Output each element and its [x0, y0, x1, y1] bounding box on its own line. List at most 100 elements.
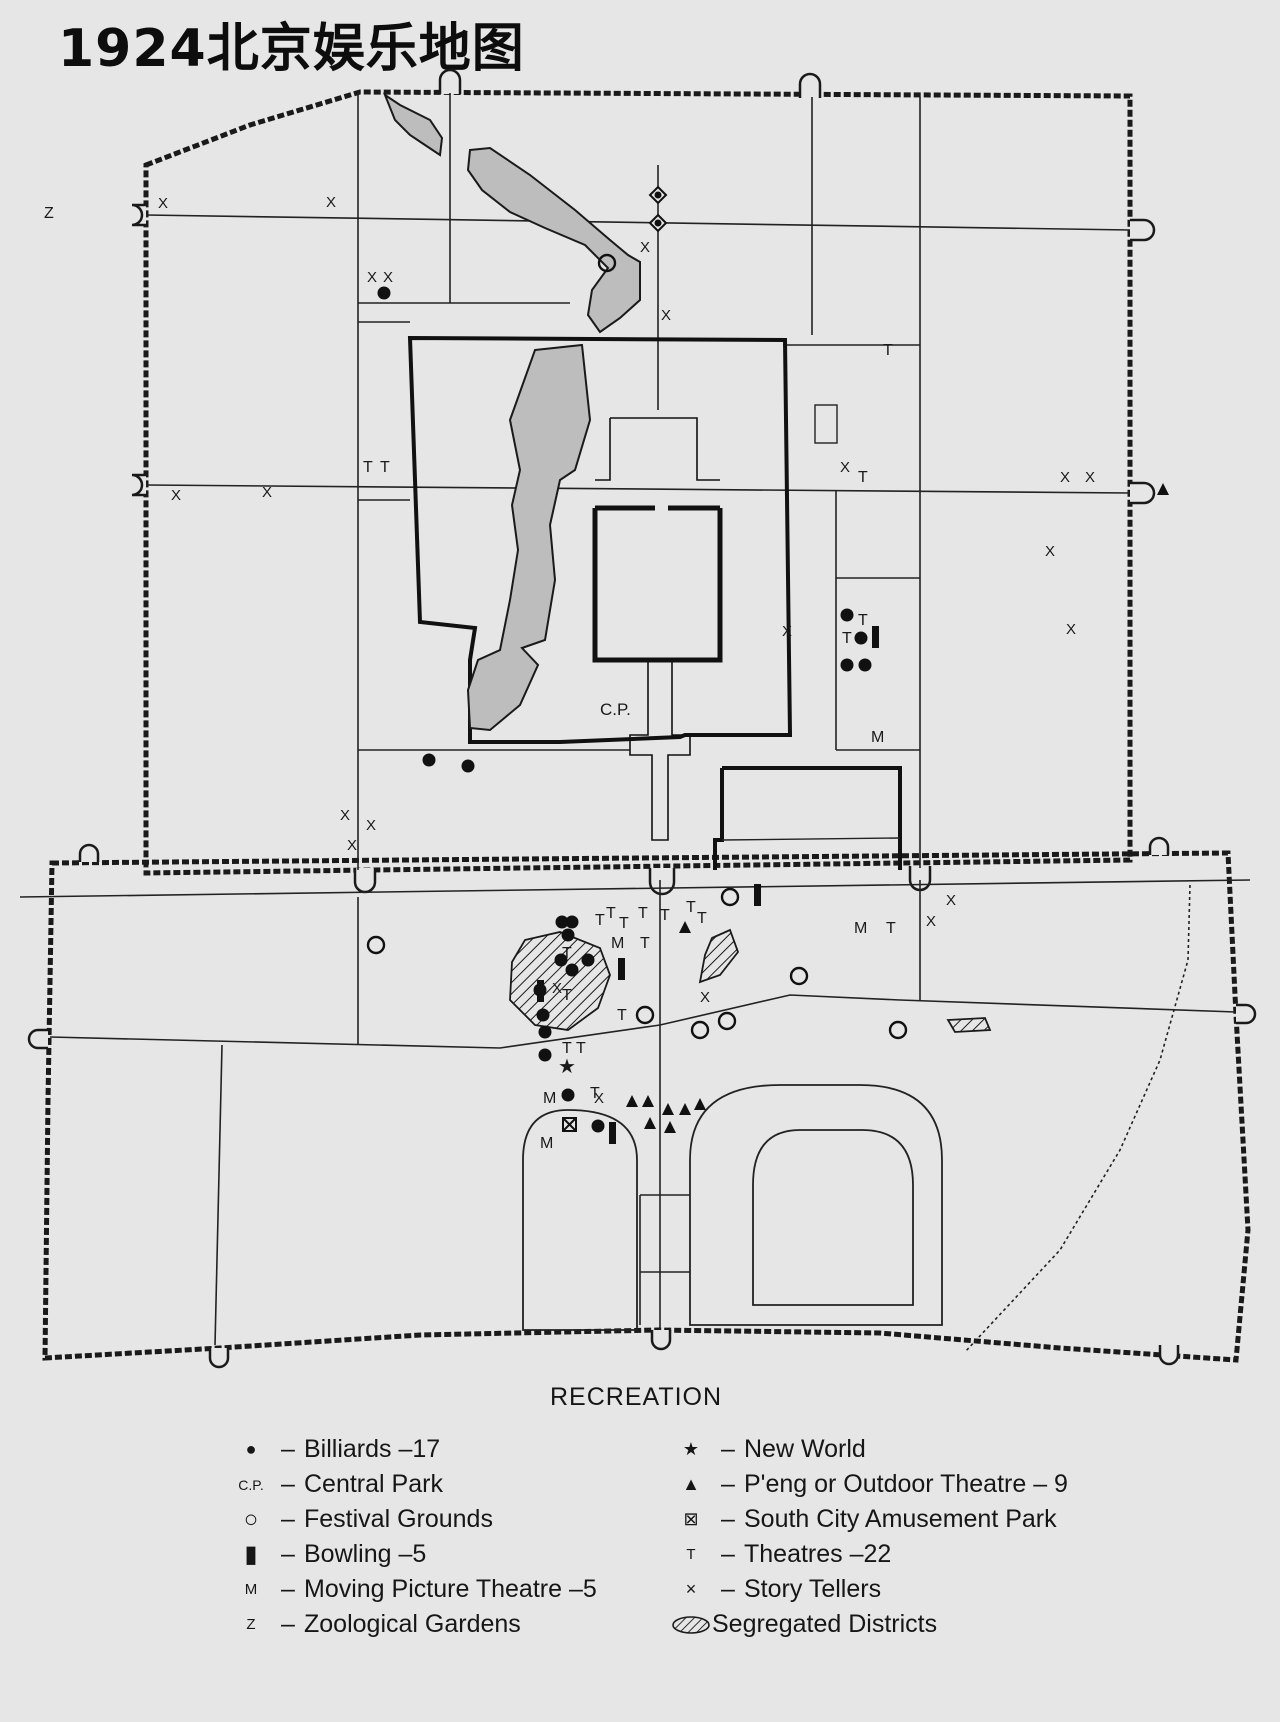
billiards-dot — [858, 658, 872, 672]
legend-item: ▮–Bowling –5 — [230, 1537, 597, 1572]
moving-picture-m-icon: M — [244, 1581, 258, 1598]
legend-item: ★–New World — [670, 1432, 1068, 1467]
outdoor-theatre-triangle — [662, 1103, 674, 1115]
story-teller-x: X — [171, 487, 181, 504]
legend-item: Z–Zoological Gardens — [230, 1607, 597, 1642]
story-teller-x: X — [1085, 469, 1095, 486]
festival-grounds-markers — [366, 253, 908, 1040]
outdoor-theatre-triangle — [679, 1103, 691, 1115]
billiards-dot-icon: ● — [245, 1439, 257, 1459]
theatre-t: T — [576, 1040, 586, 1057]
zoo-z-icon: Z — [246, 1616, 256, 1633]
legend-item: M–Moving Picture Theatre –5 — [230, 1572, 597, 1607]
south-city-amusement-park-icon — [562, 1117, 577, 1132]
story-teller-x: X — [326, 194, 336, 211]
theatre-t: T — [858, 612, 868, 629]
moving-picture-m: M — [611, 935, 624, 952]
billiards-markers — [377, 286, 872, 1133]
festival-circle — [366, 935, 386, 955]
billiards-dot — [854, 631, 868, 645]
billiards-dot — [561, 928, 575, 942]
theatre-t: T — [686, 899, 696, 916]
story-teller-x: X — [640, 239, 650, 256]
billiards-dot — [536, 1008, 550, 1022]
hatched-area-icon — [670, 1615, 712, 1635]
theatre-t: T — [640, 935, 650, 952]
story-teller-x: X — [1066, 621, 1076, 638]
theatre-t: T — [595, 912, 605, 929]
theatre-t: T — [858, 469, 868, 486]
legend-item: ○–Festival Grounds — [230, 1502, 597, 1537]
outdoor-theatre-triangle — [664, 1121, 676, 1133]
bowling-bar-icon: ▮ — [244, 1541, 258, 1568]
bowling-bar — [609, 1122, 616, 1144]
story-teller-x: X — [661, 307, 671, 324]
legend-label: New World — [744, 1435, 866, 1463]
billiards-dot — [565, 963, 579, 977]
theatre-t: T — [380, 459, 390, 476]
billiards-dot — [555, 915, 569, 929]
triangle-icon: ▲ — [682, 1474, 700, 1494]
billiards-dot — [840, 658, 854, 672]
festival-circle-icon: ○ — [243, 1505, 259, 1533]
billiards-dot — [561, 1088, 575, 1102]
legend-label: Theatres –22 — [744, 1540, 892, 1568]
billiards-dot — [840, 608, 854, 622]
bowling-bar — [618, 958, 625, 980]
forbidden-city — [592, 417, 723, 841]
billiards-dot — [591, 1119, 605, 1133]
theatre-t: T — [619, 915, 629, 932]
theatre-t: T — [606, 905, 616, 922]
theatre-t: T — [363, 459, 373, 476]
star-icon: ★ — [682, 1439, 700, 1459]
festival-circle — [635, 1005, 655, 1025]
theatre-t: T — [562, 945, 572, 962]
legend-item: ⊠–South City Amusement Park — [670, 1502, 1068, 1537]
billiards-dot — [581, 953, 595, 967]
moving-picture-m: M — [540, 1135, 553, 1152]
legend-right-column: ★–New World ▲–P'eng or Outdoor Theatre –… — [670, 1432, 1068, 1642]
story-teller-x: X — [367, 269, 377, 286]
legend-label: Segregated Districts — [712, 1610, 938, 1638]
legend-label: Bowling –5 — [304, 1540, 427, 1568]
story-teller-x: X — [926, 913, 936, 930]
legend-label: Central Park — [304, 1470, 443, 1498]
theatre-t: T — [617, 1007, 627, 1024]
billiards-dot — [461, 759, 475, 773]
theatre-t: T — [562, 987, 572, 1004]
theatre-t: T — [638, 905, 648, 922]
festival-circle — [597, 253, 617, 273]
theatre-t: T — [562, 1040, 572, 1057]
story-teller-x: X — [158, 195, 168, 212]
billiards-dot — [538, 1025, 552, 1039]
legend-item: ▲–P'eng or Outdoor Theatre – 9 — [670, 1467, 1068, 1502]
story-teller-x-icon: × — [685, 1579, 697, 1599]
central-park-label: C.P. — [600, 700, 631, 719]
billiards-dot — [377, 286, 391, 300]
inner-city-wall — [143, 89, 1133, 876]
billiards-dot — [538, 1048, 552, 1062]
legend-item: T–Theatres –22 — [670, 1537, 1068, 1572]
legend-title: RECREATION — [550, 1383, 723, 1411]
lakes — [382, 92, 641, 732]
legend-label: Festival Grounds — [304, 1505, 493, 1533]
outdoor-theatre-triangle — [1157, 483, 1169, 495]
billiards-dot — [554, 953, 568, 967]
legend-label: South City Amusement Park — [744, 1505, 1057, 1533]
festival-circle — [720, 887, 740, 907]
legend-item: Segregated Districts — [670, 1607, 1068, 1642]
theatre-t: T — [842, 630, 852, 647]
billiards-dot — [422, 753, 436, 767]
festival-circle — [888, 1020, 908, 1040]
story-teller-x: X — [366, 817, 376, 834]
theatre-t: T — [886, 920, 896, 937]
new-world-star-icon: ★ — [558, 1056, 576, 1078]
story-teller-x: X — [840, 459, 850, 476]
legation-compound — [713, 766, 902, 870]
moving-picture-m: M — [871, 729, 884, 746]
legend-label: Story Tellers — [744, 1575, 882, 1603]
legend-left-column: ●–Billiards –17 C.P.–Central Park ○–Fest… — [230, 1432, 597, 1642]
zoo-marker: Z — [44, 205, 54, 222]
